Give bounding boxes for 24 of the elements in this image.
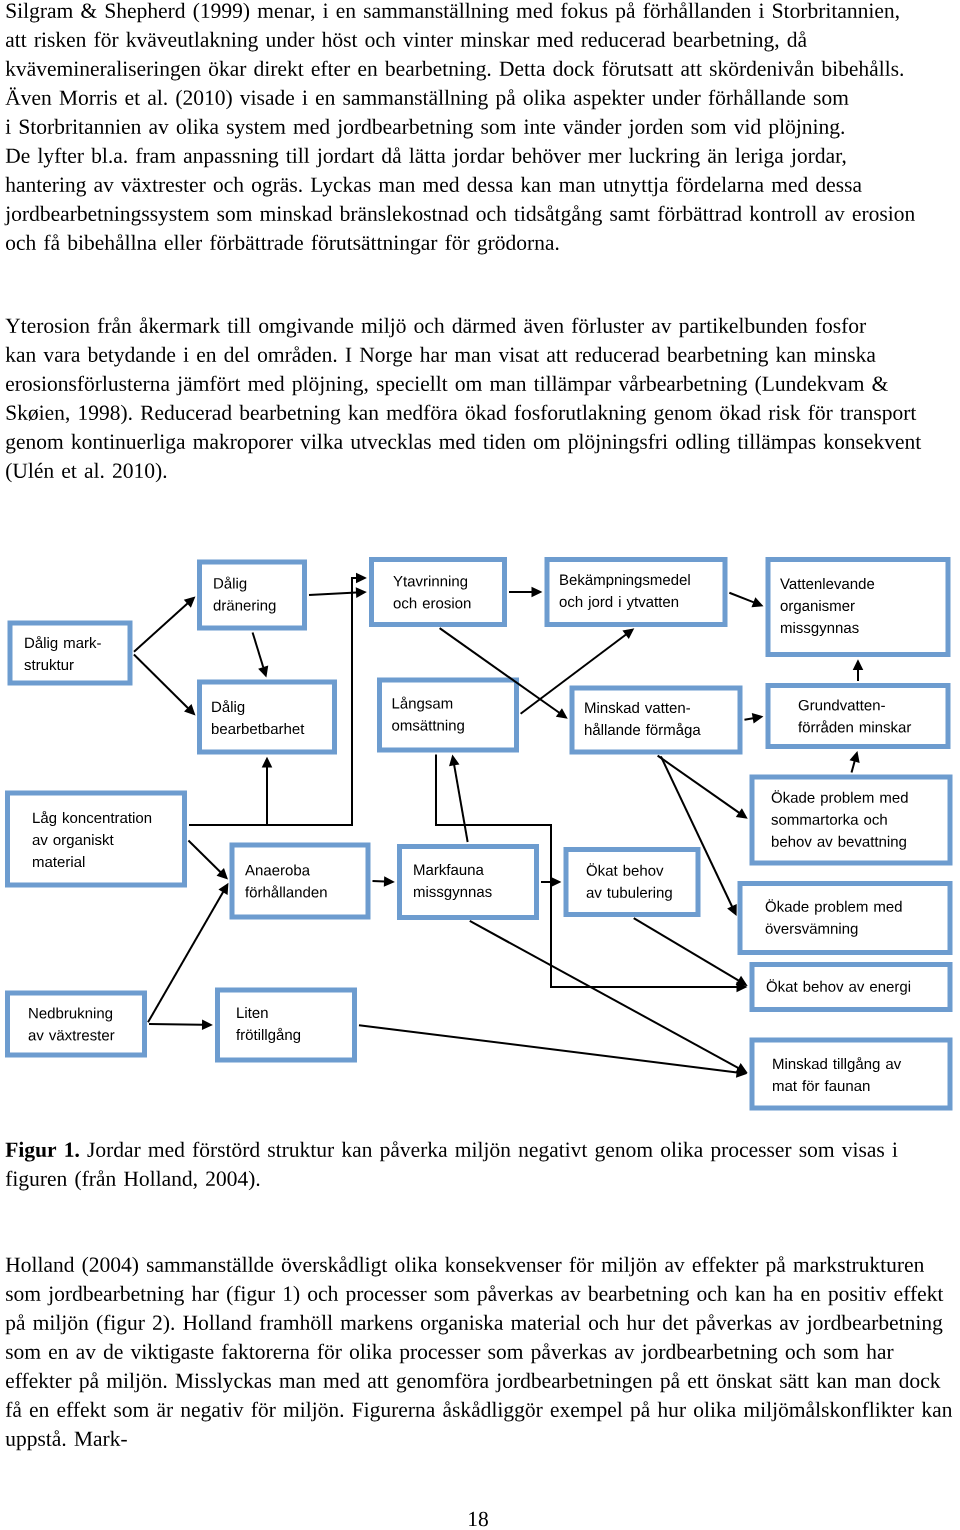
flow-box: Nedbrukning av växtrester bbox=[5, 990, 147, 1058]
body-paragraph: Silgram & Shepherd (1999) menar, i en sammanställning med fokus på förhållanden i Storbritannien, att risken för kväveutlakning under höst och vinter minskar med reducerad bearbetning, då kvävemineraliseringen ökar direkt efter en bearbetning. Detta dock förutsatt att skördenivån bibehålls. Även Morris et al. (2010) visade i en sammanställning på olika aspekter under förhållande som i Storbritannien av olika system med jordbearbetning som inte vänder jorden som vid plöjning. De lyfter bl.a. fram anpassning till jordart då lätta jordar behöver mer luckring än leriga jordar, hantering av växtrester och ogräs. Lyckas man med dessa kan man utnyttja fördelarna med dessa jordbearbetningssystem som minskad bränslekostnad och tidsåtgång samt förbättrad kontroll av erosion och få bibehållna eller förbättrade förutsättningar för grödorna. bbox=[4, 2, 915, 255]
flow-box: Långsam omsättning bbox=[377, 677, 519, 753]
flow-box: Ytavrinning och erosion bbox=[369, 557, 507, 627]
flow-box: Dålig mark- struktur bbox=[7, 620, 133, 686]
flow-box: Vattenlevande organismer missgynnas bbox=[765, 557, 951, 657]
flow-box: Dålig bearbetbarhet bbox=[197, 679, 337, 755]
flow-box: Minskad vatten- hållande förmåga bbox=[569, 685, 743, 755]
flow-box: Minskad tillgång av mat för faunan bbox=[749, 1037, 953, 1111]
flow-box: Ökat behov av tubulering bbox=[563, 847, 701, 917]
body-paragraph: Holland (2004) sammanställde överskådligt olika konsekvenser för miljön av effekter på markstrukturen som jordbearbetning har (figur 1) och processer som påverkas av bearbetning och kan ha en positiv effekt på miljön (figur 2). Holland framhöll markens organiska material och hur det påverkas av jordbearbetning som en av de viktigaste faktorerna för olika processer som påverkas av jordbearbetning och som har effekter på miljön. Misslyckas man med att genomföra jordbearbetningen på ett önskat sätt kan man dock få en effekt som är negativ för miljön. Figurerna åskådliggör exempel på hur olika miljömålskonflikter kan uppstå. Mark- bbox=[5, 1256, 953, 1451]
flow-box: Anaeroba förhållanden bbox=[229, 842, 371, 920]
flow-box: Ökade problem med översvämning bbox=[737, 881, 953, 955]
flow-box: Grundvatten- förråden minskar bbox=[765, 683, 951, 749]
flow-box: Liten frötillgång bbox=[215, 987, 357, 1063]
flow-box: Ökat behov av energi bbox=[749, 962, 953, 1012]
figure-caption: Figur 1. Jordar med förstörd struktur kan påverka miljön negativt genom olika processer som visas i figuren (från Holland, 2004). bbox=[5, 1141, 898, 1191]
flow-box: Låg koncentration av organiskt material bbox=[5, 790, 187, 888]
flow-box: Ökade problem med sommartorka och behov av bevattning bbox=[749, 774, 953, 866]
page-number: 18 bbox=[469, 1511, 488, 1527]
flow-box: Markfauna missgynnas bbox=[397, 844, 539, 920]
flow-box: Dålig dränering bbox=[197, 559, 307, 631]
flow-box: Bekämpningsmedel och jord i ytvatten bbox=[544, 557, 728, 627]
body-paragraph: Yterosion från åkermark till omgivande miljö och därmed även förluster av partikelbunden fosfor kan vara betydande i en del områden. I Norge har man visat att reducerad bearbetning kan minska erosionsförlusterna jämfört med plöjning, speciellt om man tillämpar vårbearbetning (Lundekvam & Skøien, 1998). Reducerad bearbetning kan medföra ökad fosforutlakning genom ökad risk för transport genom kontinuerliga makroporer vilka utvecklas med tiden om plöjningsfri odling tillämpas konsekvent (Ulén et al. 2010). bbox=[5, 317, 922, 483]
